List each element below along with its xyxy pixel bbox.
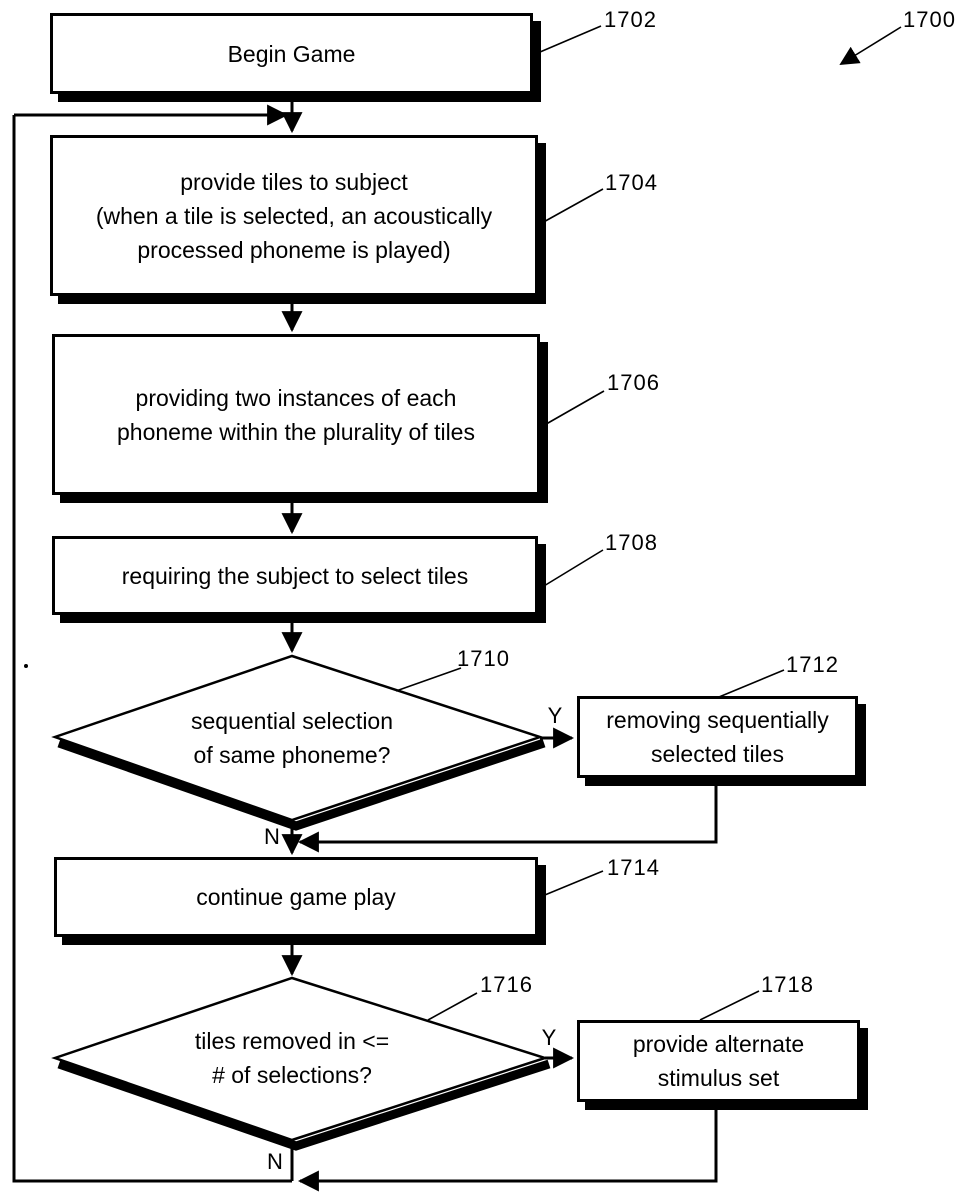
node-text-line: Begin Game [227, 40, 356, 67]
node-text-line: sequential selection [190, 708, 394, 734]
node-text-line: continue game play [196, 884, 396, 910]
diamond-shadow-1710 [57, 738, 546, 831]
edge-feedback-loop [12, 115, 292, 1183]
ref-label-1710: 1710 [457, 646, 510, 671]
branch-label-removed-yes: Y [541, 1025, 557, 1050]
diamond-shadow-1716 [57, 1059, 551, 1151]
edge-remove-to-no-junction [297, 778, 718, 853]
leader-line-1706 [540, 390, 605, 428]
ref-label-1706: 1706 [607, 370, 660, 395]
node-text-line: tiles removed in <= [194, 1028, 390, 1054]
ref-label-1702: 1702 [604, 7, 657, 32]
branch-label-seq-yes: Y [547, 703, 563, 728]
leader-line-1710 [395, 667, 462, 692]
leader-line-1708 [538, 549, 604, 590]
node-text-line: (when a tile is selected, an acousticall… [95, 202, 493, 229]
node-begin-game: Begin Game [50, 13, 533, 94]
node-text-line: provide tiles to subject [180, 168, 408, 195]
node-require-select: requiring the subject to select tiles [52, 536, 538, 615]
node-provide-tiles: provide tiles to subject (when a tile is… [50, 135, 538, 296]
decision-seq-text: sequential selection of same phoneme? [122, 688, 462, 788]
node-continue-play: continue game play [54, 857, 538, 937]
leader-line-1712 [718, 669, 785, 698]
node-text-line: removing sequentially [606, 707, 829, 733]
node-text-line: requiring the subject to select tiles [121, 562, 469, 589]
node-text-line: # of selections? [212, 1062, 372, 1088]
ref-label-1708: 1708 [605, 530, 658, 555]
node-remove-tiles: removing sequentially selected tiles [577, 696, 858, 778]
ref-label-1716: 1716 [480, 972, 533, 997]
node-text-line: processed phoneme is played) [137, 236, 451, 263]
branch-label-seq-no: N [264, 824, 280, 849]
node-text-line: of same phoneme? [193, 742, 391, 768]
figure-ref-label: 1700 [903, 7, 956, 32]
node-text-line: selected tiles [651, 741, 784, 767]
leader-line-1714 [539, 870, 604, 898]
figure-ref-arrow [839, 26, 902, 66]
leader-line-1704 [539, 188, 604, 225]
scan-artifact-dot [24, 664, 28, 668]
node-text-line: providing two instances of each [135, 384, 457, 411]
node-text-line: stimulus set [657, 1065, 780, 1091]
decision-removed-text: tiles removed in <= # of selections? [122, 1008, 462, 1108]
node-text-line: provide alternate [632, 1031, 805, 1057]
ref-label-1704: 1704 [605, 170, 658, 195]
ref-label-1718: 1718 [761, 972, 814, 997]
edge-alt-to-bottom-junction [297, 1102, 718, 1192]
leader-line-1702 [532, 25, 602, 56]
branch-label-removed-no: N [267, 1149, 283, 1174]
leader-line-1718 [699, 990, 760, 1021]
leader-line-1716 [427, 992, 478, 1021]
node-two-instances: providing two instances of each phoneme … [52, 334, 540, 495]
ref-label-1712: 1712 [786, 652, 839, 677]
node-alt-stimulus: provide alternate stimulus set [577, 1020, 860, 1102]
node-text-line: phoneme within the plurality of tiles [117, 418, 475, 445]
ref-label-1714: 1714 [607, 855, 660, 880]
